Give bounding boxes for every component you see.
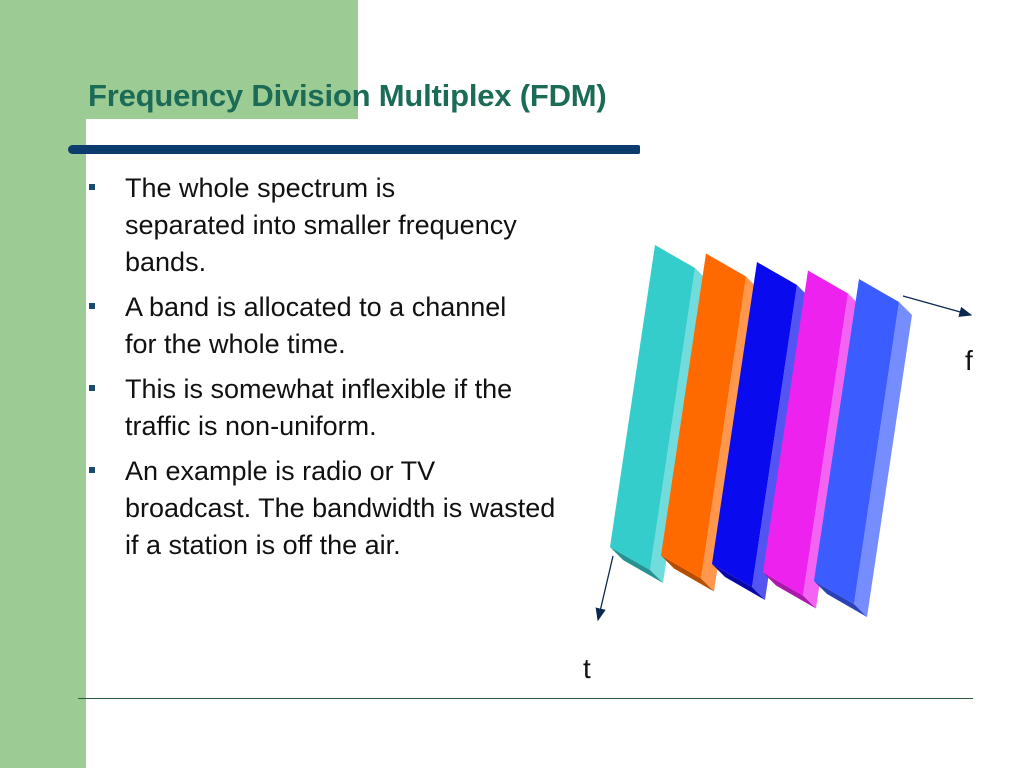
square-bullet-icon <box>89 184 95 190</box>
band-front-face <box>712 262 797 587</box>
time-axis-label: t <box>583 653 591 684</box>
band-front-face <box>610 245 695 570</box>
square-bullet-icon <box>89 303 95 309</box>
frequency-axis-label: f <box>965 345 973 376</box>
frequency-bands <box>610 245 912 617</box>
band-front-face <box>763 270 848 596</box>
square-bullet-icon <box>89 467 95 473</box>
bullet-item: The whole spectrum is separated into sma… <box>88 170 520 281</box>
bullet-list: The whole spectrum is separated into sma… <box>88 170 555 572</box>
bullet-text: An example is radio or TV broadcast. The… <box>125 456 556 560</box>
bullet-item: An example is radio or TV broadcast. The… <box>88 453 565 564</box>
bullet-item: This is somewhat inflexible if the traff… <box>88 371 525 445</box>
title-underline <box>68 145 640 154</box>
slide-title: Frequency Division Multiplex (FDM) <box>88 78 607 113</box>
band-bottom-face <box>763 572 816 609</box>
band-bottom-face <box>661 555 714 592</box>
band-front-face <box>814 279 899 604</box>
band-bottom-face <box>610 547 663 583</box>
frequency-axis-arrow <box>902 295 973 317</box>
bullet-text: The whole spectrum is separated into sma… <box>125 173 517 277</box>
footer-divider <box>78 698 973 699</box>
band-front-face <box>661 253 746 579</box>
bullet-item: A band is allocated to a channel for the… <box>88 289 535 363</box>
decorative-green-bar-left <box>0 0 86 768</box>
time-axis-arrow <box>595 555 614 622</box>
bullet-text: This is somewhat inflexible if the traff… <box>125 374 513 441</box>
fdm-band-diagram: f t <box>583 245 973 684</box>
band-bottom-face <box>814 581 867 617</box>
band-bottom-face <box>712 564 765 600</box>
bullet-text: A band is allocated to a channel for the… <box>125 292 507 359</box>
square-bullet-icon <box>89 385 95 391</box>
band-side-face <box>854 302 912 617</box>
